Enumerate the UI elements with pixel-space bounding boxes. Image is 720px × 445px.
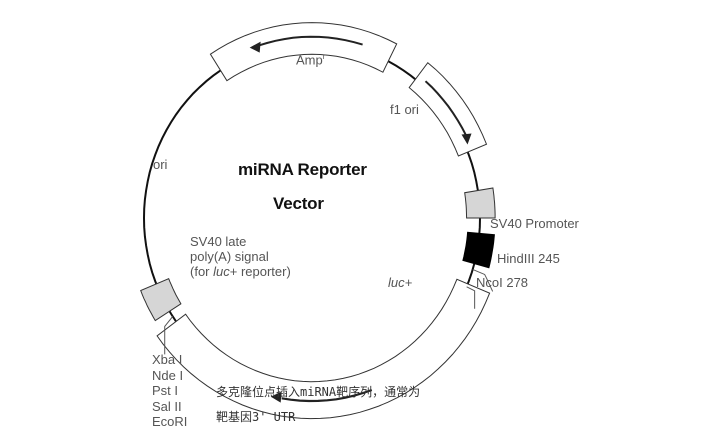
gray-element-box bbox=[464, 187, 496, 219]
note-line2: 靶基因3' UTR bbox=[216, 410, 296, 424]
mcs-site: EcoRI bbox=[152, 414, 188, 429]
f1-ori-label: f1 ori bbox=[390, 102, 419, 117]
amp-label: Ampr bbox=[296, 52, 326, 68]
polya-signal-box bbox=[140, 278, 182, 322]
amp-arrowhead bbox=[249, 41, 261, 53]
polya-line1: SV40 late bbox=[190, 234, 247, 249]
polya-line3: (for luc+ reporter) bbox=[190, 264, 291, 279]
sv40-promoter-label: SV40 Promoter bbox=[490, 216, 579, 231]
amp-sup: r bbox=[322, 52, 326, 61]
f1-ori-direction-arrow bbox=[424, 80, 468, 137]
luc-label: luc+ bbox=[388, 275, 413, 290]
sv40-promoter-box bbox=[462, 231, 495, 269]
vector-title-line2: Vector bbox=[273, 194, 324, 213]
luc-feature-band bbox=[156, 278, 491, 420]
amp-direction-arrow bbox=[258, 35, 363, 47]
ori-label: ori bbox=[153, 157, 168, 172]
f1-ori-arrowhead bbox=[461, 133, 472, 145]
polya-line2: poly(A) signal bbox=[190, 249, 269, 264]
luc-direction-arrow bbox=[281, 388, 373, 403]
polya-label: SV40 late poly(A) signal (for luc+ repor… bbox=[190, 234, 291, 279]
ncoi-label: NcoI 278 bbox=[476, 275, 529, 290]
mcs-site: Xba I bbox=[152, 352, 183, 367]
ncoi-leader-line bbox=[466, 286, 476, 309]
hindiii-leader-line bbox=[472, 268, 494, 292]
note-line1: 多克隆位点插入miRNA靶序列，通常为 bbox=[216, 385, 421, 399]
mcs-leader-line bbox=[164, 316, 174, 355]
mcs-site: Pst I bbox=[152, 383, 179, 398]
amp-feature-band bbox=[209, 22, 398, 82]
hindiii-label: HindIII 245 bbox=[497, 251, 560, 266]
mcs-site-list: Xba I Nde I Pst I Sal II EcoRI bbox=[152, 352, 187, 430]
mcs-site: Nde I bbox=[152, 367, 184, 383]
luc-arrowhead bbox=[270, 391, 282, 403]
f1-ori-feature-band bbox=[408, 61, 488, 157]
mcs-site: Sal II bbox=[152, 398, 182, 414]
vector-title-line1: miRNA Reporter bbox=[238, 160, 367, 179]
